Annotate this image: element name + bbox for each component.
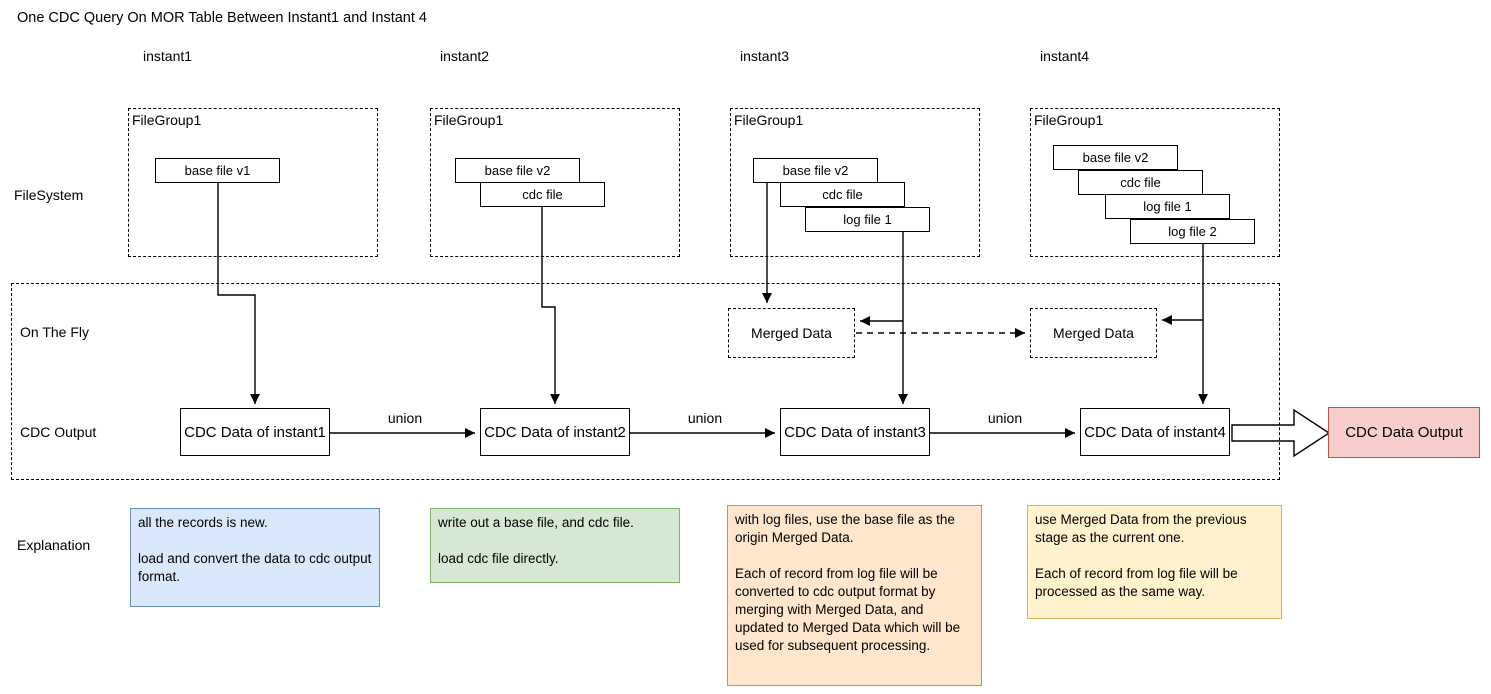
row-label-on-the-fly: On The Fly xyxy=(20,324,89,340)
row-label-explanation: Explanation xyxy=(17,537,91,553)
file-box-cdc-file: cdc file xyxy=(1078,170,1203,195)
file-box-base-file-v2: base file v2 xyxy=(1053,145,1178,170)
merged-data-box-instant4: Merged Data xyxy=(1030,308,1157,358)
file-box-base-file-v1: base file v1 xyxy=(155,158,280,183)
column-label-instant2: instant2 xyxy=(440,48,490,64)
file-box-cdc-file: cdc file xyxy=(480,182,605,207)
file-box-base-file-v2: base file v2 xyxy=(455,158,580,183)
file-box-log-file-1: log file 1 xyxy=(1105,194,1230,219)
filegroup-label: FileGroup1 xyxy=(434,112,504,128)
row-label-filesystem: FileSystem xyxy=(14,187,84,203)
explanation-box-instant4: use Merged Data from the previous stage … xyxy=(1027,505,1282,619)
merged-data-box-instant3: Merged Data xyxy=(728,308,855,358)
row-label-cdc-output: CDC Output xyxy=(20,424,97,440)
filegroup-box-instant2: FileGroup1 xyxy=(430,108,680,257)
explanation-box-instant2: write out a base file, and cdc file. loa… xyxy=(430,508,680,583)
cdc-data-box-instant4: CDC Data of instant4 xyxy=(1080,408,1230,456)
cdc-data-box-instant3: CDC Data of instant3 xyxy=(780,408,930,456)
explanation-box-instant1: all the records is new. load and convert… xyxy=(130,508,380,607)
union-label-3: union xyxy=(987,410,1023,426)
filegroup-label: FileGroup1 xyxy=(132,112,202,128)
column-label-instant3: instant3 xyxy=(740,48,790,64)
file-box-log-file-1: log file 1 xyxy=(805,207,930,232)
union-label-1: union xyxy=(387,410,423,426)
filegroup-box-instant1: FileGroup1 xyxy=(128,108,378,257)
file-box-log-file-2: log file 2 xyxy=(1130,219,1255,244)
file-box-cdc-file: cdc file xyxy=(780,182,905,207)
diagram-title: One CDC Query On MOR Table Between Insta… xyxy=(17,10,427,26)
cdc-data-output-box: CDC Data Output xyxy=(1328,407,1480,458)
filegroup-box-instant3: FileGroup1 xyxy=(730,108,980,257)
filegroup-box-instant4: FileGroup1 xyxy=(1030,108,1280,257)
file-box-base-file-v2: base file v2 xyxy=(753,158,878,183)
cdc-data-box-instant1: CDC Data of instant1 xyxy=(180,408,330,456)
column-label-instant4: instant4 xyxy=(1040,48,1090,64)
union-label-2: union xyxy=(687,410,723,426)
cdc-data-box-instant2: CDC Data of instant2 xyxy=(480,408,630,456)
column-label-instant1: instant1 xyxy=(143,48,193,64)
explanation-box-instant3: with log files, use the base file as the… xyxy=(727,505,982,686)
on-the-fly-region-box xyxy=(11,283,1280,480)
filegroup-label: FileGroup1 xyxy=(734,112,804,128)
filegroup-label: FileGroup1 xyxy=(1034,112,1104,128)
